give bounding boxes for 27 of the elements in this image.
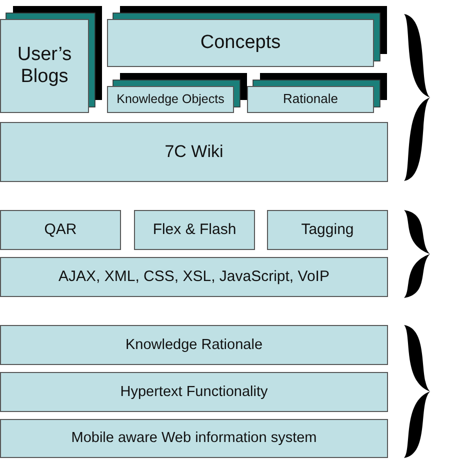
layer-label: User’s Blogs xyxy=(16,44,73,88)
layer-label: Knowledge Rationale xyxy=(125,336,263,354)
layer-box xyxy=(0,372,388,412)
layer-box xyxy=(107,86,234,113)
layer-label: Knowledge Objects xyxy=(116,92,224,107)
layer-box xyxy=(0,419,388,458)
layer-box xyxy=(0,257,388,297)
layer-label: QAR xyxy=(44,221,77,239)
layer-label: Hypertext Functionality xyxy=(120,384,268,400)
layer-label: Mobile aware Web information system xyxy=(71,430,317,447)
layer-box xyxy=(134,210,255,250)
layer-box xyxy=(0,210,121,250)
layer-label: AJAX, XML, CSS, XSL, JavaScript, VoIP xyxy=(58,268,330,286)
layer-label: Concepts xyxy=(200,32,281,54)
curly-brace xyxy=(404,14,430,181)
layer-label: 7C Wiki xyxy=(164,142,224,162)
layer-label: Rationale xyxy=(283,92,338,107)
layer-box xyxy=(107,19,374,67)
layer-box xyxy=(0,325,388,365)
layer-box xyxy=(0,19,89,113)
curly-brace xyxy=(404,210,430,298)
curly-brace xyxy=(404,325,430,458)
layer-box xyxy=(0,122,388,182)
layer-box xyxy=(267,210,388,250)
layer-label: Tagging xyxy=(301,221,354,239)
layer-box xyxy=(247,86,374,113)
layer-label: Flex & Flash xyxy=(152,221,236,239)
